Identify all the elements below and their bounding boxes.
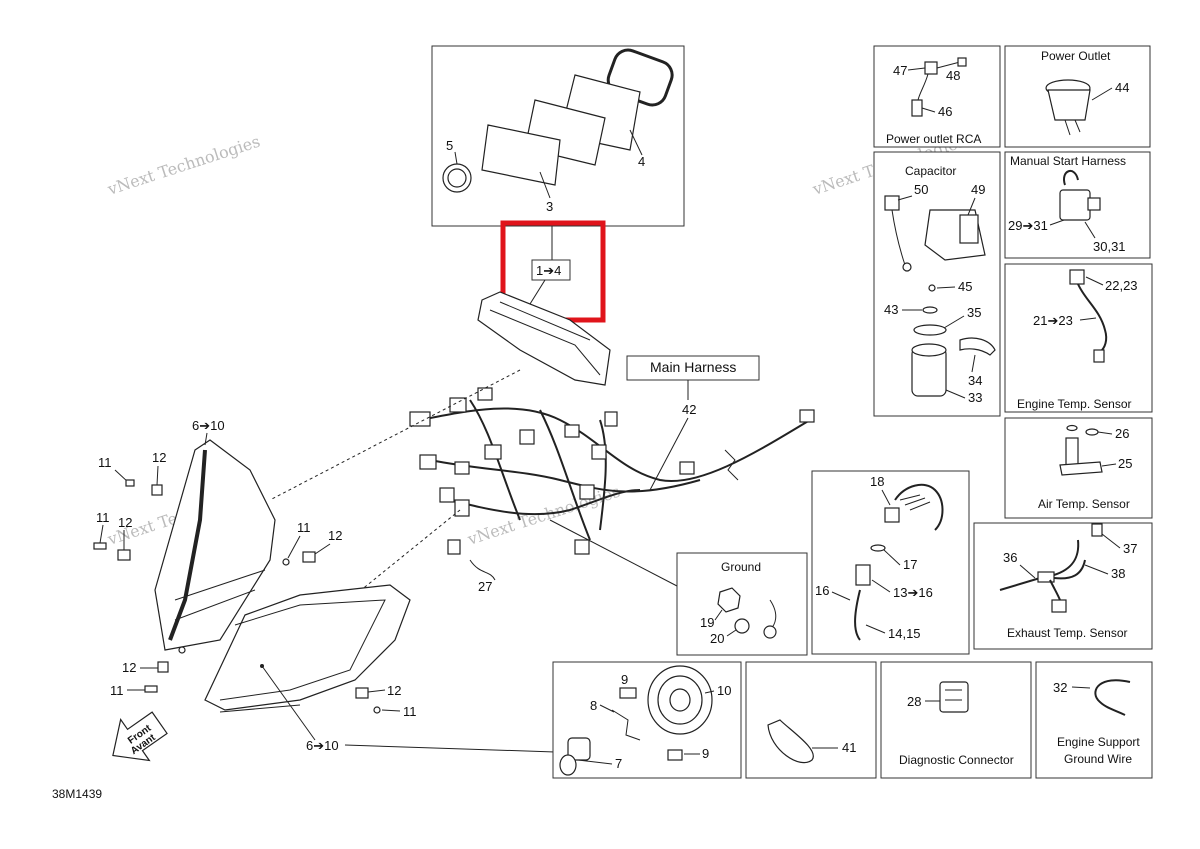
callout-30-31: 30,31 [1093,239,1126,254]
front-arrow: Front Avant [112,711,168,762]
air-temp-title: Air Temp. Sensor [1038,497,1130,511]
callout-41: 41 [842,740,856,755]
callout-22-23: 22,23 [1105,278,1138,293]
callout-20: 20 [710,631,724,646]
rca-box: 47 48 46 Power outlet RCA [873,45,1001,148]
callout-19: 19 [700,615,714,630]
callout-35: 35 [967,305,981,320]
callout-17: 17 [903,557,917,572]
callout-1-4: 1➔4 [536,263,561,278]
callout-8: 8 [590,698,597,713]
callout-21-23: 21➔23 [1033,313,1073,328]
headlight-lens [204,584,411,713]
bulb-box: 9 8 10 9 7 [552,661,742,779]
callout-32: 32 [1053,680,1067,695]
callout-37: 37 [1123,541,1137,556]
manual-start-title: Manual Start Harness [1010,154,1126,168]
callout-11: 11 [96,510,110,525]
callout-7: 7 [615,756,622,771]
power-outlet-box: Power Outlet 44 [1004,45,1151,148]
callout-46: 46 [938,104,952,119]
callout-13-16: 13➔16 [893,585,933,600]
manual-start-box: Manual Start Harness 29➔31 30,31 [1004,151,1151,259]
ground-wire-title-1: Engine Support [1057,735,1140,749]
callout-11: 11 [98,455,112,470]
headlight-left [154,439,276,654]
rca-title: Power outlet RCA [886,132,981,146]
sensor-harness-box: 18 17 13➔16 16 14,15 [811,470,970,655]
capacitor-box: Capacitor 50 49 45 43 35 34 33 [873,151,1001,417]
callout-9: 9 [621,672,628,687]
callout-42: 42 [682,402,696,417]
callout-48: 48 [946,68,960,83]
exhaust-temp-title: Exhaust Temp. Sensor [1007,626,1128,640]
callout-6-10: 6➔10 [306,738,339,753]
callout-11: 11 [403,704,417,719]
callout-33: 33 [968,390,982,405]
callout-14-15: 14,15 [888,626,921,641]
callout-43: 43 [884,302,898,317]
callout-44: 44 [1115,80,1129,95]
callout-12: 12 [152,450,166,465]
callout-50: 50 [914,182,928,197]
callout-12: 12 [387,683,401,698]
callout-26: 26 [1115,426,1129,441]
callout-27: 27 [478,579,492,594]
callout-28: 28 [907,694,921,709]
strap-box: 41 [745,661,877,779]
callout-18: 18 [870,474,884,489]
watermark: vNext Technologies [104,132,262,199]
main-harness-label: Main Harness [650,359,736,375]
hardware-left: 11 12 11 12 11 12 12 11 [93,450,342,698]
callout-12: 12 [122,660,136,675]
ground-title: Ground [721,560,761,574]
cluster-box: 5 4 3 [431,45,685,227]
instrument-cluster [477,291,611,386]
engine-temp-box: 22,23 21➔23 Engine Temp. Sensor [1004,263,1153,413]
callout-6-10: 6➔10 [192,418,225,433]
callout-4: 4 [638,154,645,169]
callout-38: 38 [1111,566,1125,581]
figure-code: 38M1439 [52,787,102,801]
ground-wire-title-2: Ground Wire [1064,752,1132,766]
callout-9: 9 [702,746,709,761]
callout-3: 3 [546,199,553,214]
callout-11: 11 [297,520,311,535]
capacitor-title: Capacitor [905,164,956,178]
callout-16: 16 [815,583,829,598]
callout-47: 47 [893,63,907,78]
callout-10: 10 [717,683,731,698]
callout-36: 36 [1003,550,1017,565]
exhaust-temp-box: 36 37 38 Exhaust Temp. Sensor [973,522,1153,650]
watermark: vNext Technologies [464,482,622,549]
callout-11: 11 [110,683,124,698]
callout-25: 25 [1118,456,1132,471]
callout-49: 49 [971,182,985,197]
engine-temp-title: Engine Temp. Sensor [1017,397,1132,411]
diagnostic-title: Diagnostic Connector [899,753,1014,767]
ground-wire-box: 32 Engine Support Ground Wire [1035,661,1153,779]
callout-12: 12 [118,515,132,530]
callout-34: 34 [968,373,982,388]
air-temp-box: 26 25 Air Temp. Sensor [1004,417,1153,519]
main-harness [409,387,815,581]
callout-5: 5 [446,138,453,153]
callout-12: 12 [328,528,342,543]
ground-box: Ground 19 20 [676,552,808,656]
power-outlet-title: Power Outlet [1041,49,1111,63]
callout-29-31: 29➔31 [1008,218,1048,233]
callout-45: 45 [958,279,972,294]
diagnostic-box: 28 Diagnostic Connector [880,661,1032,779]
